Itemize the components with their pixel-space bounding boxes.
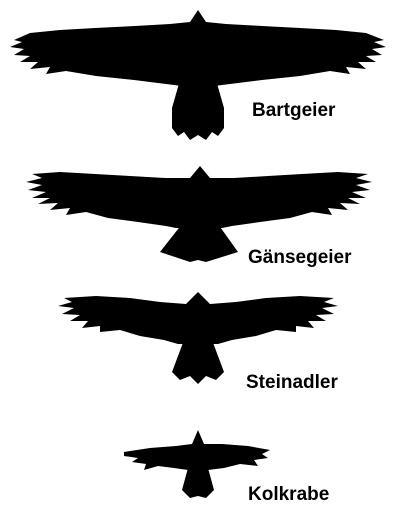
bearded-vulture-silhouette [0,0,396,150]
bird-label-bartgeier: Bartgeier [252,101,335,120]
bird-label-gaensegeier: Gänsegeier [248,248,352,267]
bird-label-kolkrabe: Kolkrabe [248,485,329,504]
bird-label-steinadler: Steinadler [246,373,338,392]
common-raven-silhouette [0,424,396,508]
